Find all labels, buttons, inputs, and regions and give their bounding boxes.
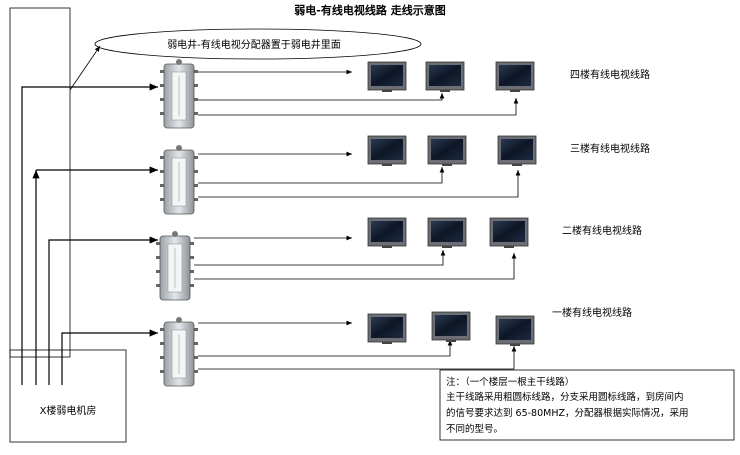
note-box	[439, 369, 735, 441]
splitter-3	[159, 144, 199, 215]
floor-4-label: 四楼有线电视线路	[570, 68, 650, 81]
machine-room-box	[9, 349, 127, 443]
tv-4-2	[425, 61, 465, 93]
note-line-4: 不同的型号。	[446, 423, 503, 435]
floor-3-group: 三楼有线电视线路	[159, 135, 650, 215]
tv-1-2	[431, 311, 471, 343]
tv-4-1	[367, 61, 407, 93]
note-line-3: 的信号要求达到 65-80MHZ，分配器根据实际情况，采用	[446, 407, 688, 419]
trunk-risers	[21, 83, 158, 385]
note-line-2: 主干线路采用粗圆标线路，分支采用圆标线路，到房间内	[446, 391, 684, 403]
weak-current-shaft	[9, 7, 71, 358]
callout-pointer	[69, 45, 101, 91]
tv-2-2	[427, 217, 467, 249]
diagram-title: 弱电-有线电视线路 走线示意图	[294, 3, 445, 17]
tv-4-3	[495, 61, 535, 93]
floor-2-group: 二楼有线电视线路	[155, 217, 642, 301]
note-line-1: 注：（一个楼层一根主干线路）	[446, 376, 574, 388]
tv-2-1	[367, 217, 407, 249]
splitter-4	[159, 58, 199, 129]
tv-2-3	[489, 217, 529, 249]
callout-ellipse	[94, 28, 422, 60]
callout-text: 弱电井-有线电视分配器置于弱电井里面	[167, 38, 341, 51]
tv-3-3	[497, 135, 537, 167]
splitter-2	[155, 230, 195, 301]
floor-2-label: 二楼有线电视线路	[562, 224, 642, 237]
floor-1-group: 一楼有线电视线路	[159, 306, 632, 387]
tv-3-2	[427, 135, 467, 167]
tv-3-1	[367, 135, 407, 167]
floor-1-label: 一楼有线电视线路	[552, 306, 632, 319]
machine-room-label: X楼弱电机房	[40, 404, 97, 417]
splitter-1	[159, 316, 199, 387]
tv-1-3	[495, 315, 535, 347]
tv-1-1	[367, 313, 407, 345]
floor-3-label: 三楼有线电视线路	[570, 142, 650, 155]
floor-4-group: 四楼有线电视线路	[159, 58, 650, 129]
